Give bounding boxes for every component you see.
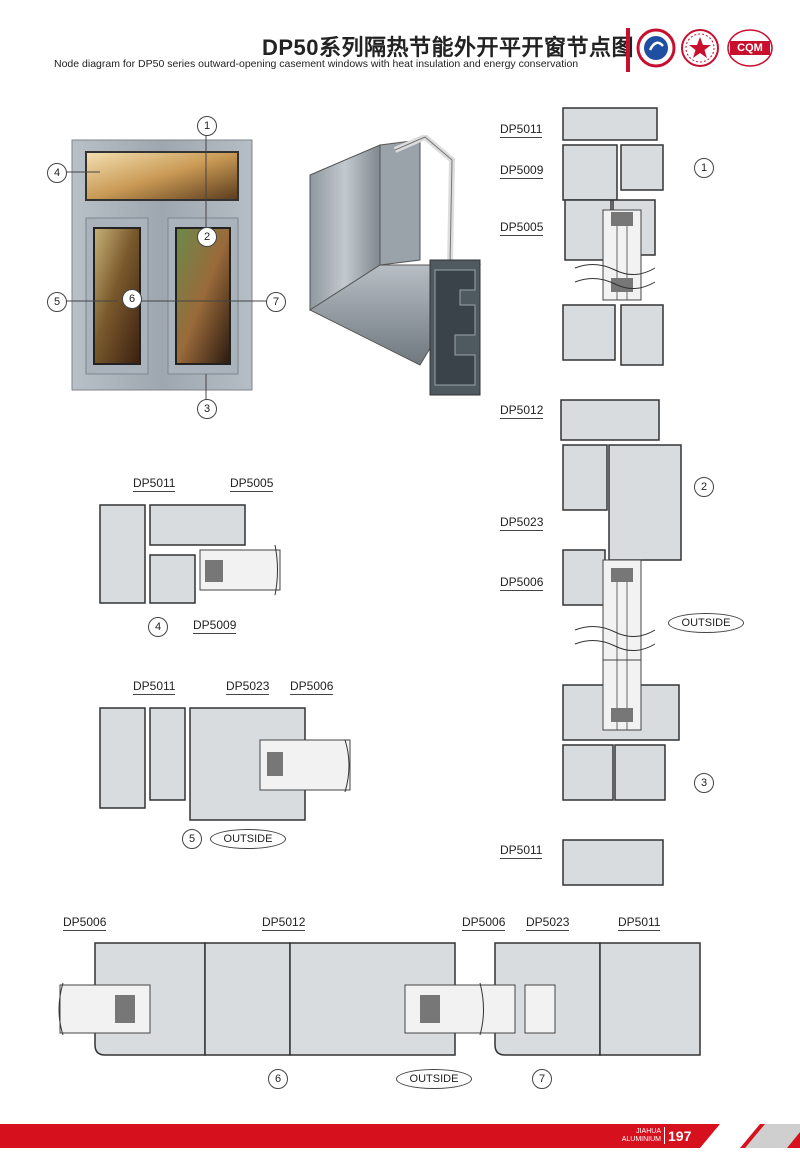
s67-label-dp5012: DP5012 (262, 915, 306, 931)
s4-label-dp5009: DP5009 (193, 618, 237, 634)
vs-label-dp5011-top: DP5011 (500, 122, 543, 138)
page-number: 197 (668, 1128, 692, 1144)
s5-label-dp5023: DP5023 (226, 679, 270, 695)
footer-band (0, 1124, 800, 1148)
callout-6: 6 (122, 289, 142, 309)
section-6-callout: 6 (268, 1069, 288, 1089)
vs-callout-3: 3 (694, 773, 714, 793)
vs-callout-1: 1 (694, 158, 714, 178)
vs-label-dp5009: DP5009 (500, 163, 544, 179)
callout-4: 4 (47, 163, 67, 183)
page-subtitle: Node diagram for DP50 series outward-ope… (54, 58, 579, 70)
footer-divider (664, 1127, 665, 1144)
vertical-section-drawing (560, 107, 682, 886)
vs-label-dp5006: DP5006 (500, 575, 544, 591)
callout-1: 1 (197, 116, 217, 136)
s67-label-dp5006-right: DP5006 (462, 915, 506, 931)
callout-5: 5 (47, 292, 67, 312)
certification-seal-logo (681, 29, 719, 67)
s67-label-dp5006-left: DP5006 (63, 915, 107, 931)
s5-label-dp5006: DP5006 (290, 679, 334, 695)
s67-label-dp5011: DP5011 (618, 915, 661, 931)
gb-circle-logo (636, 28, 676, 68)
vs-callout-2: 2 (694, 477, 714, 497)
s5-outside-label: OUTSIDE (210, 829, 286, 849)
vs-outside-label: OUTSIDE (668, 613, 744, 633)
cqm-certification-logo (727, 29, 773, 67)
s67-label-dp5023: DP5023 (526, 915, 570, 931)
vs-label-dp5011-bottom: DP5011 (500, 843, 543, 859)
page-title: DP50系列隔热节能外开平开窗节点图 (262, 35, 635, 60)
vs-label-dp5023: DP5023 (500, 515, 544, 531)
s5-label-dp5011: DP5011 (133, 679, 176, 695)
vs-label-dp5012: DP5012 (500, 403, 544, 419)
callout-7: 7 (266, 292, 286, 312)
section-5-drawing (99, 707, 351, 821)
window-elevation (66, 128, 270, 400)
callout-3: 3 (197, 399, 217, 419)
section-6-7-drawing (58, 942, 701, 1056)
s67-outside-label: OUTSIDE (396, 1069, 472, 1089)
s4-label-dp5005: DP5005 (230, 476, 274, 492)
footer-brand: JIAHUA ALUMINIUM (621, 1128, 661, 1143)
cqm-logo-text: CQM (737, 42, 763, 54)
section-4-callout: 4 (148, 617, 168, 637)
section-5-callout: 5 (182, 829, 202, 849)
profile-corner-3d-image (308, 135, 481, 396)
title-divider (626, 28, 630, 72)
section-7-callout: 7 (532, 1069, 552, 1089)
callout-2: 2 (197, 227, 217, 247)
section-4-drawing (99, 504, 281, 604)
s4-label-dp5011: DP5011 (133, 476, 176, 492)
vs-label-dp5005: DP5005 (500, 220, 544, 236)
